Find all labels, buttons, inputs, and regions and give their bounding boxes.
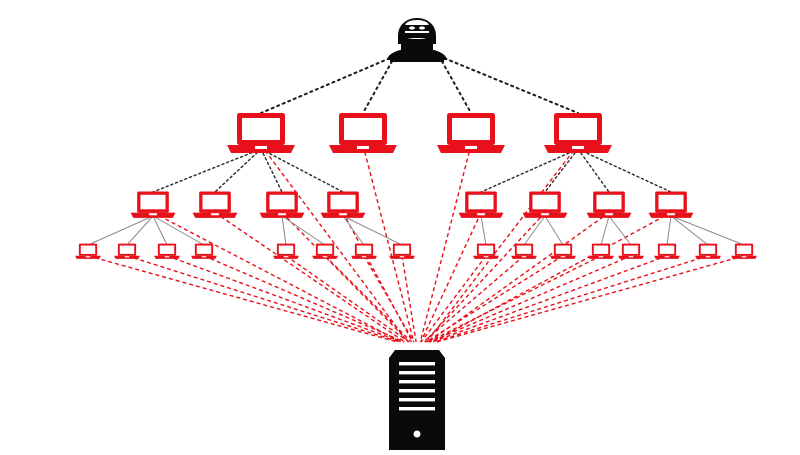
- bot-link: [544, 215, 564, 246]
- attack-link: [431, 255, 668, 343]
- bot-link: [600, 215, 610, 246]
- attack-link: [363, 255, 415, 343]
- attack-link: [324, 255, 412, 343]
- bot-link: [608, 215, 632, 246]
- attack-link: [126, 255, 400, 343]
- bot-link: [152, 215, 205, 246]
- attack-link: [281, 212, 410, 343]
- bot-link: [342, 215, 403, 246]
- bot-link: [87, 215, 154, 246]
- attack-link: [424, 212, 546, 343]
- laptop-icon: [389, 243, 415, 259]
- laptop-icon: [618, 243, 644, 259]
- laptop-icon: [312, 243, 338, 259]
- laptop-icon: [586, 191, 632, 218]
- laptop-icon: [320, 191, 366, 218]
- command-link: [577, 148, 610, 193]
- laptop-icon: [192, 191, 238, 218]
- attack-link: [285, 255, 410, 343]
- laptop-icon: [329, 113, 397, 153]
- bot-link: [342, 215, 365, 246]
- bot-link: [670, 215, 709, 246]
- bot-link: [281, 215, 287, 246]
- attack-link: [203, 255, 405, 343]
- laptop-icon: [130, 191, 176, 218]
- server-tower-icon: [389, 350, 445, 450]
- attack-link: [427, 255, 602, 343]
- command-link: [480, 148, 579, 193]
- laptop-icon: [544, 113, 612, 153]
- laptop-icon: [648, 191, 694, 218]
- attack-link: [87, 255, 398, 343]
- command-link: [438, 55, 579, 114]
- attack-link: [152, 211, 402, 343]
- bot-link: [523, 215, 546, 246]
- laptop-icon: [154, 243, 180, 259]
- laptop-icon: [259, 191, 305, 218]
- command-link: [260, 148, 283, 193]
- laptop-icon: [351, 243, 377, 259]
- command-link: [577, 148, 672, 193]
- attack-link: [419, 144, 472, 343]
- hooded-hacker-icon: [387, 18, 447, 62]
- attack-links: [87, 144, 745, 343]
- attack-link: [342, 212, 414, 343]
- attack-link: [425, 255, 564, 343]
- command-link: [152, 148, 262, 193]
- attack-link: [429, 255, 632, 343]
- hierarchy-links: [87, 55, 745, 246]
- command-link: [544, 148, 579, 193]
- bot-link: [666, 215, 672, 246]
- laptop-icon: [473, 243, 499, 259]
- command-link: [362, 55, 396, 114]
- laptop-icon: [458, 191, 504, 218]
- laptop-icon: [511, 243, 537, 259]
- laptop-icon: [191, 243, 217, 259]
- laptop-icon: [114, 243, 140, 259]
- nodes: [75, 18, 757, 450]
- command-link: [260, 148, 344, 193]
- bot-link: [126, 215, 154, 246]
- attack-link: [436, 255, 745, 343]
- attack-link: [214, 212, 406, 343]
- attack-link: [426, 144, 579, 343]
- laptop-icon: [75, 243, 101, 259]
- laptop-icon: [550, 243, 576, 259]
- command-link: [260, 55, 396, 114]
- laptop-icon: [695, 243, 721, 259]
- command-link: [438, 55, 472, 114]
- bot-link: [152, 215, 168, 246]
- bot-link: [670, 215, 745, 246]
- laptop-icon: [588, 243, 614, 259]
- attack-link: [428, 212, 610, 343]
- attack-link: [434, 255, 709, 343]
- attack-link: [420, 255, 487, 343]
- laptop-icon: [731, 243, 757, 259]
- attack-link: [362, 144, 415, 343]
- command-link: [214, 148, 262, 193]
- bot-link: [480, 215, 487, 246]
- laptop-icon: [437, 113, 505, 153]
- attack-link: [260, 144, 409, 343]
- laptop-icon: [522, 191, 568, 218]
- attack-link: [401, 255, 417, 343]
- attack-link: [431, 211, 672, 343]
- laptop-icon: [227, 113, 295, 153]
- bot-link: [281, 215, 326, 246]
- laptop-icon: [273, 243, 299, 259]
- attack-link: [420, 212, 482, 343]
- attack-link: [422, 255, 525, 343]
- laptop-icon: [654, 243, 680, 259]
